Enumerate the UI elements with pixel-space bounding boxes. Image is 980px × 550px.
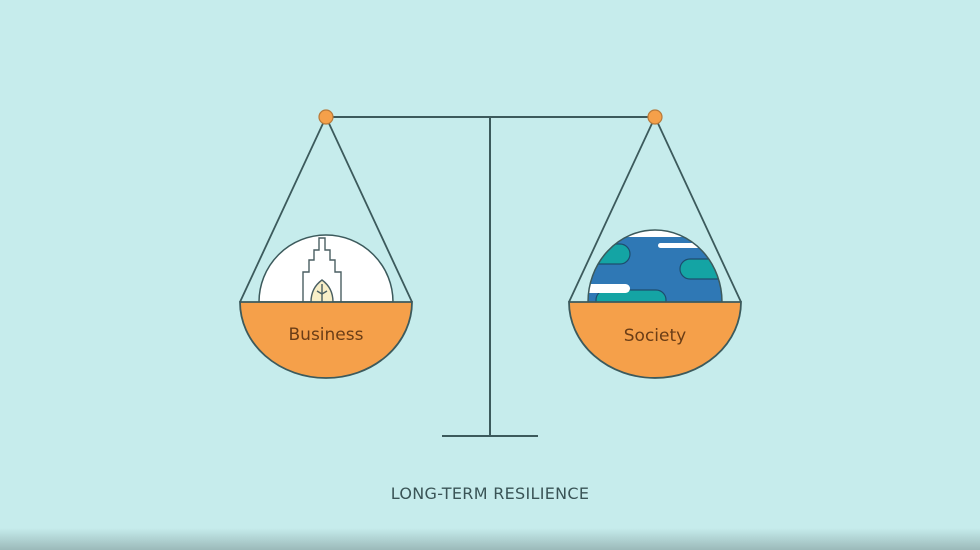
society-label: Society xyxy=(624,326,686,346)
left-pan-group: Business xyxy=(239,109,413,379)
business-bubble xyxy=(258,234,394,303)
bottom-shade xyxy=(0,528,980,550)
right-pan-group: Society xyxy=(568,109,742,379)
society-pan xyxy=(568,301,742,379)
building-with-leaf-icon xyxy=(302,237,342,303)
globe-icon xyxy=(588,230,722,302)
business-label: Business xyxy=(289,325,364,345)
caption-text: LONG-TERM RESILIENCE xyxy=(390,484,590,503)
business-pan xyxy=(239,301,413,379)
right-pivot xyxy=(647,109,663,125)
left-pivot xyxy=(318,109,334,125)
